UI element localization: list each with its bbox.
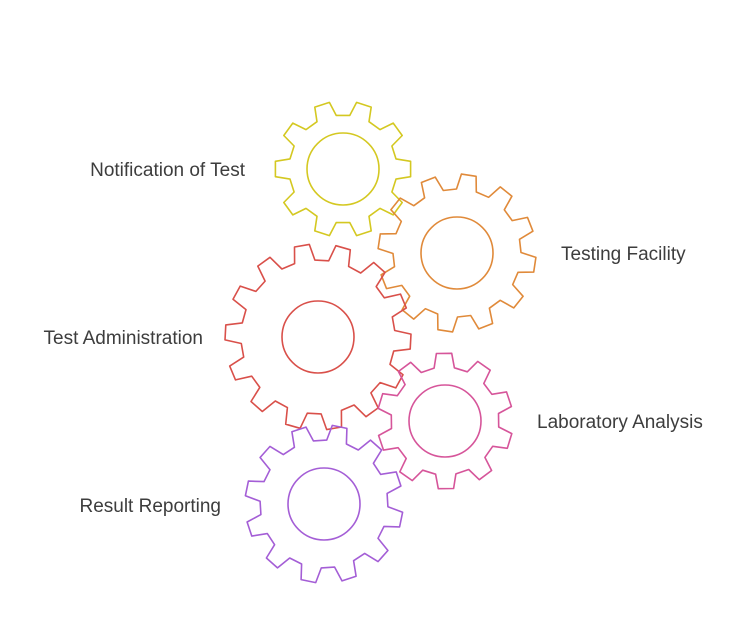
gear-testing-facility — [377, 173, 537, 333]
gear-hub-icon — [306, 132, 380, 206]
gear-laboratory-analysis — [377, 352, 513, 490]
gear-result-reporting — [244, 424, 404, 584]
gear-notification-of-test — [274, 101, 412, 237]
gear-hub-icon — [287, 467, 361, 541]
label-laboratory-analysis: Laboratory Analysis — [537, 412, 703, 433]
gear-outline-icon — [274, 101, 412, 237]
gear-test-administration — [224, 243, 412, 431]
label-testing-facility: Testing Facility — [561, 244, 686, 265]
gear-hub-icon — [281, 300, 355, 374]
gear-hub-icon — [420, 216, 494, 290]
label-test-administration: Test Administration — [44, 328, 203, 349]
label-result-reporting: Result Reporting — [79, 496, 221, 517]
gear-outline-icon — [377, 173, 537, 333]
label-notification-of-test: Notification of Test — [90, 160, 246, 181]
gear-outline-icon — [377, 352, 513, 490]
gear-outline-icon — [244, 424, 404, 584]
gear-hub-icon — [408, 384, 482, 458]
gear-outline-icon — [224, 243, 412, 431]
